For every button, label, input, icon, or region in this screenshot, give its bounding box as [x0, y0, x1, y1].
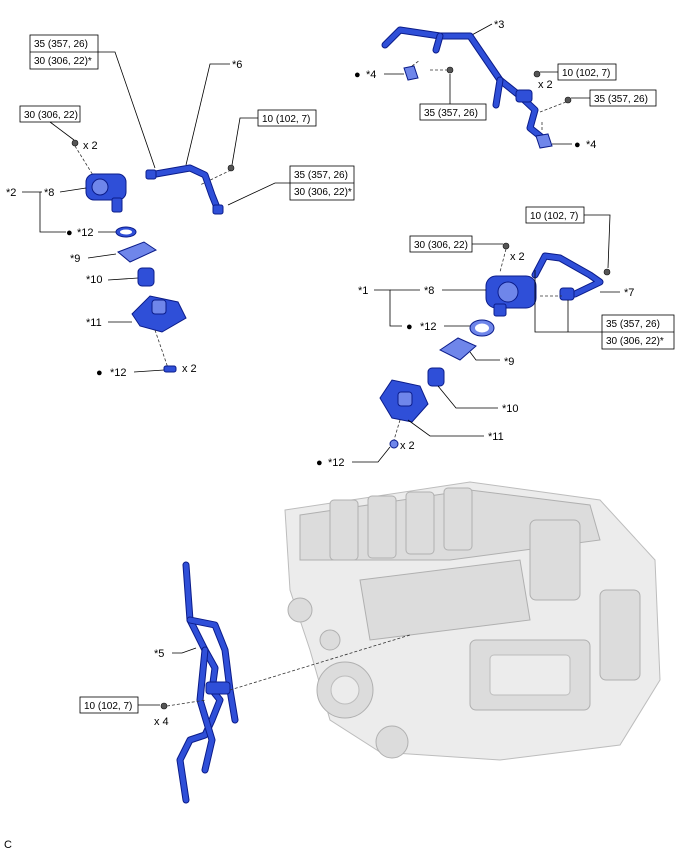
gasket [117, 241, 158, 263]
callout-11: *11 [488, 431, 504, 443]
callout-1: *1 [358, 285, 368, 297]
svg-text:35 (357, 26): 35 (357, 26) [594, 94, 648, 105]
fuel-pipe-7 [531, 252, 604, 301]
torque-box-11: 10 (102, 7) [525, 206, 585, 224]
svg-text:10 (102, 7): 10 (102, 7) [84, 701, 132, 712]
figure-code: C [4, 839, 12, 851]
torque-box-7: 35 (357, 26) [589, 89, 657, 107]
count-label: x 2 [400, 440, 415, 452]
bolt-icon [227, 164, 235, 172]
callout-2: *2 [6, 187, 16, 199]
bullet-icon: ● [316, 457, 323, 469]
torque-box-4: 35 (357, 26) 30 (306, 22)* [289, 165, 355, 201]
callout-9: *9 [504, 356, 514, 368]
clamp [535, 133, 553, 149]
o-ring [389, 439, 399, 449]
water-pipe-5 [176, 561, 239, 804]
callout-12: *12 [420, 321, 437, 333]
svg-text:35 (357, 26): 35 (357, 26) [424, 108, 478, 119]
count-label: x 2 [83, 140, 98, 152]
svg-text:30 (306, 22): 30 (306, 22) [24, 110, 78, 121]
bolt-icon [502, 242, 510, 250]
callout-12: *12 [77, 227, 94, 239]
svg-text:10 (102, 7): 10 (102, 7) [562, 68, 610, 79]
svg-text:30 (306, 22)*: 30 (306, 22)* [294, 187, 352, 198]
svg-text:30 (306, 22): 30 (306, 22) [414, 240, 468, 251]
wire-harness-3 [381, 26, 549, 144]
clamp [403, 65, 419, 81]
count-label: x 2 [182, 363, 197, 375]
svg-text:10 (102, 7): 10 (102, 7) [530, 211, 578, 222]
engine-illustration [284, 481, 661, 761]
bullet-icon: ● [66, 227, 73, 239]
callout-4: *4 [366, 69, 376, 81]
svg-text:30 (306, 22)*: 30 (306, 22)* [606, 336, 664, 347]
callout-12: *12 [110, 367, 127, 379]
callout-8: *8 [44, 187, 54, 199]
callout-3: *3 [494, 19, 504, 31]
bolt-icon [446, 66, 454, 74]
lifter [427, 367, 445, 387]
torque-box-9: 30 (306, 22) [409, 235, 473, 253]
bullet-icon: ● [354, 69, 361, 81]
callout-10: *10 [86, 274, 103, 286]
torque-value: 35 (357, 26) [34, 39, 88, 50]
gasket [439, 337, 477, 361]
bolt-icon [160, 702, 168, 710]
svg-text:35 (357, 26): 35 (357, 26) [294, 170, 348, 181]
o-ring [163, 365, 177, 373]
fuel-pipe-6 [145, 164, 224, 215]
torque-box-6: 35 (357, 26) [419, 103, 487, 121]
bolt-icon [603, 268, 611, 276]
svg-text:35 (357, 26): 35 (357, 26) [606, 319, 660, 330]
torque-box-3: 10 (102, 7) [257, 109, 317, 127]
bolt-icon [564, 96, 572, 104]
callout-11: *11 [86, 317, 102, 329]
fuel-pump-8-right [485, 275, 537, 317]
bolt-icon [533, 70, 541, 78]
callout-8: *8 [424, 285, 434, 297]
bullet-icon: ● [406, 321, 413, 333]
callout-6: *6 [232, 59, 242, 71]
callout-5: *5 [154, 648, 164, 660]
bullet-icon: ● [574, 139, 581, 151]
bullet-icon: ● [96, 367, 103, 379]
torque-value: 30 (306, 22)* [34, 56, 92, 67]
lifter [137, 267, 155, 287]
svg-text:10 (102, 7): 10 (102, 7) [262, 114, 310, 125]
torque-box-1: 35 (357, 26) 30 (306, 22)* [29, 34, 99, 70]
callout-12: *12 [328, 457, 345, 469]
bolt-icon [71, 139, 79, 147]
torque-box-5: 10 (102, 7) [557, 63, 617, 81]
torque-box-8: 10 (102, 7) [79, 696, 139, 714]
torque-box-10: 35 (357, 26) 30 (306, 22)* [601, 314, 675, 350]
callout-9: *9 [70, 253, 80, 265]
torque-box-2: 30 (306, 22) [19, 105, 81, 123]
count-label: x 2 [538, 79, 553, 91]
count-label: x 2 [510, 251, 525, 263]
fuel-pump-8-left [85, 173, 127, 213]
callout-10: *10 [502, 403, 519, 415]
count-label: x 4 [154, 716, 169, 728]
callout-4: *4 [586, 139, 596, 151]
callout-7: *7 [624, 287, 634, 299]
